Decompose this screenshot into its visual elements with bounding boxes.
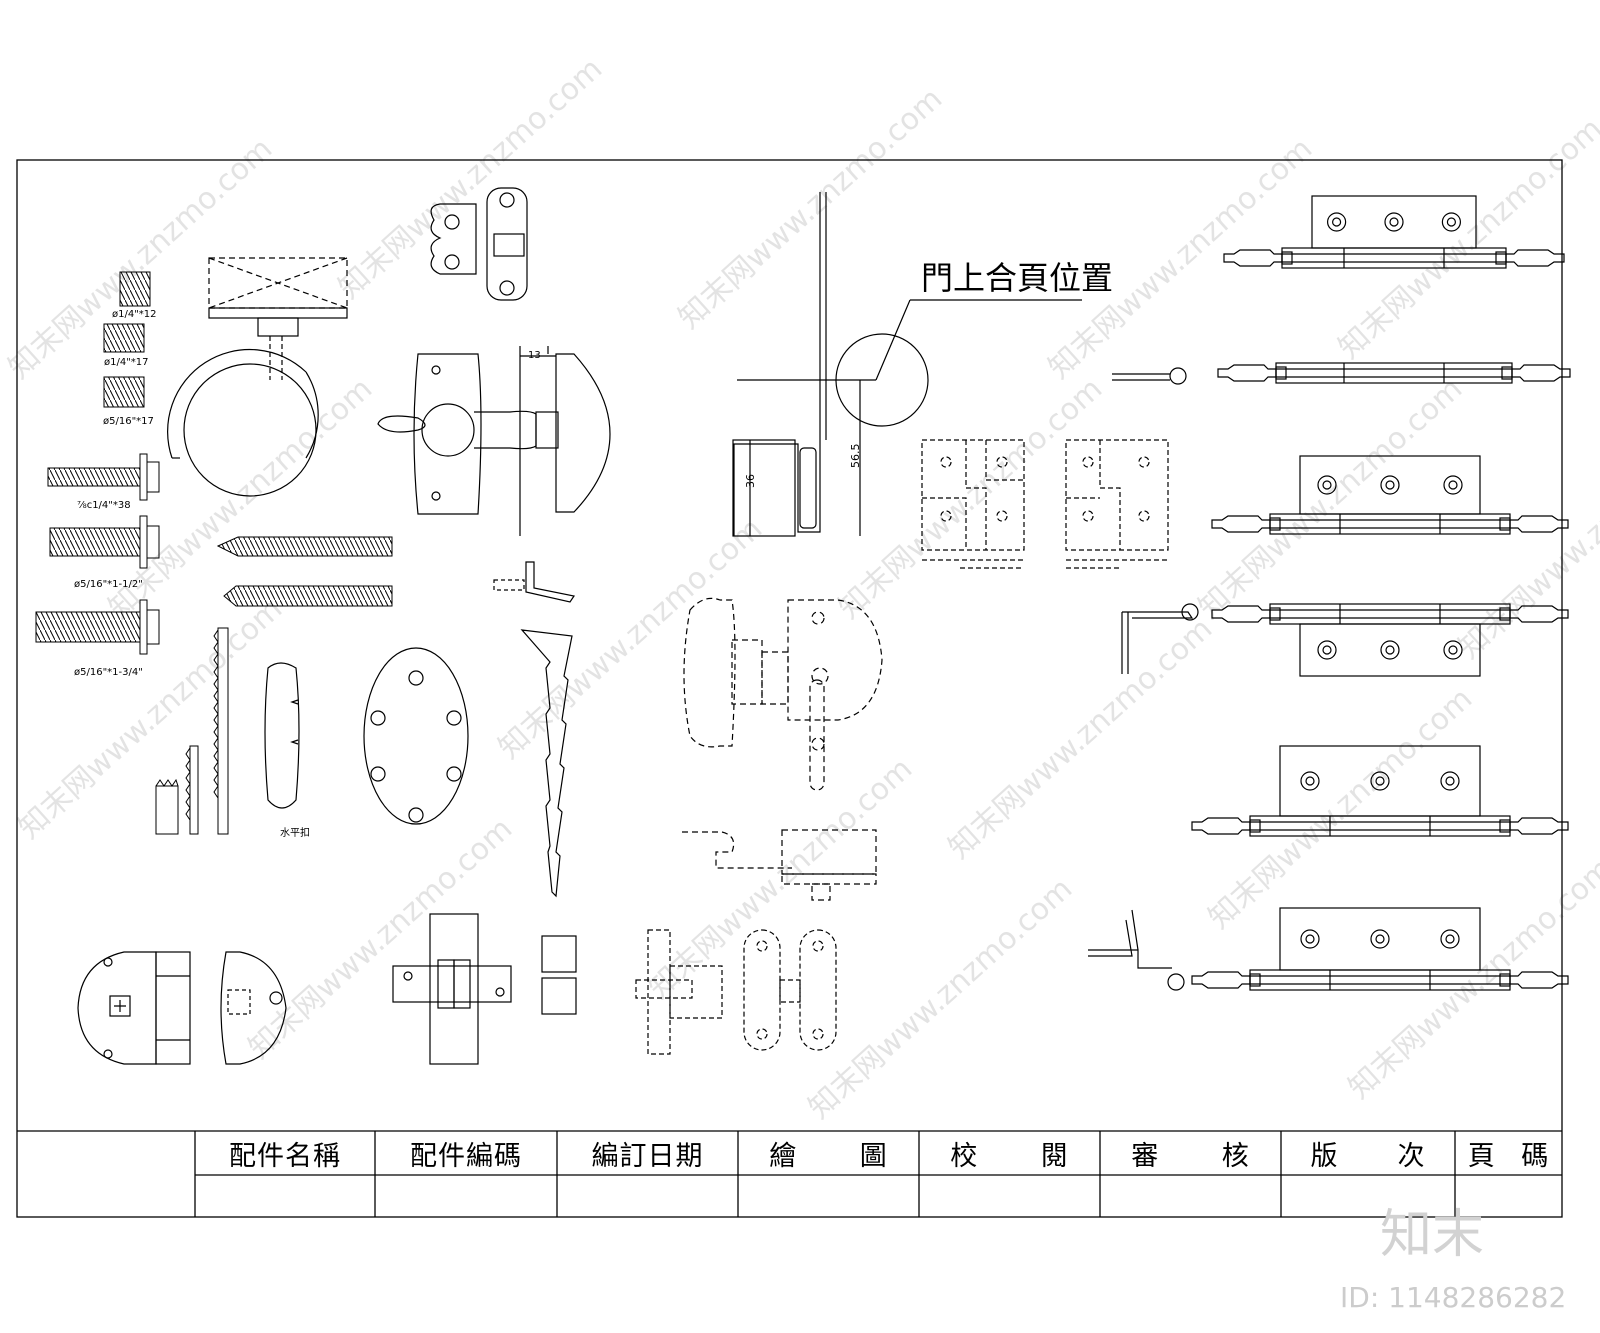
watermark-logo: 知末 [1380,1205,1484,1265]
t-connector [635,929,723,1055]
round-connector [77,951,287,1065]
hinge-profile-group [1088,367,1199,991]
watermark-text: 知末网www.znzmo.com [1192,371,1469,626]
decorative-hinges [1191,195,1571,991]
watermark-text: 知末网www.znzmo.com [1332,111,1600,366]
dim-36: 36 [744,474,757,488]
watermark-text: 知末网www.znzmo.com [802,871,1079,1126]
l-bracket-small [493,561,575,898]
sheet-border [16,159,1563,1218]
watermark-text: 知末网www.znzmo.com [672,81,949,336]
lock-fitting [683,597,883,791]
concealed-hinge [392,913,577,1065]
watermark-id: ID: 1148286282 [1340,1281,1566,1314]
serrated-strips [155,627,229,835]
hook-latch [682,829,877,901]
insert-label-3: ø5/16"*17 [103,416,154,427]
watermark-text: 知末网www.znzmo.com [332,51,609,306]
dim-56-5: 56.5 [849,444,862,469]
insert-label-1: ø1/4"*12 [112,309,157,320]
threaded-insert-group [103,271,151,408]
cam-latch [377,346,611,536]
watermark-text: 知末网www.znzmo.com [492,511,769,766]
shelf-clip [264,662,300,809]
oval-mounting-plate [363,647,469,825]
flush-hinge-pair [921,439,1169,569]
insert-label-2: ø1/4"*17 [104,357,149,368]
watermark-text: 知末网www.znzmo.com [1202,681,1479,936]
caster-wheel [167,257,348,497]
dual-plate-connector [743,929,837,1051]
connector-bracket-top [430,187,528,301]
watermark-text: 知末网www.znzmo.com [832,371,1109,626]
watermark-text: 知末网www.znzmo.com [942,611,1219,866]
bolt-label-1: ⅞c1/4"*38 [77,500,131,511]
clip-label: 水平扣 [280,826,310,839]
door-hinge-section [732,192,1082,537]
bolt-label-3: ø5/16"*1-3/4" [74,667,143,678]
bolt-label-2: ø5/16"*1-1/2" [74,579,143,590]
wood-screw-group [216,536,393,607]
door-hinge-position-label: 門上合頁位置 [921,259,1113,297]
dim-13: 13 [528,350,541,361]
watermark-text: 知末网www.znzmo.com [1342,851,1600,1106]
hanger-bolt-group [35,453,160,655]
watermark-text: 知末网www.znzmo.com [1452,411,1600,666]
watermark-text: 知末网www.znzmo.com [642,751,919,1006]
